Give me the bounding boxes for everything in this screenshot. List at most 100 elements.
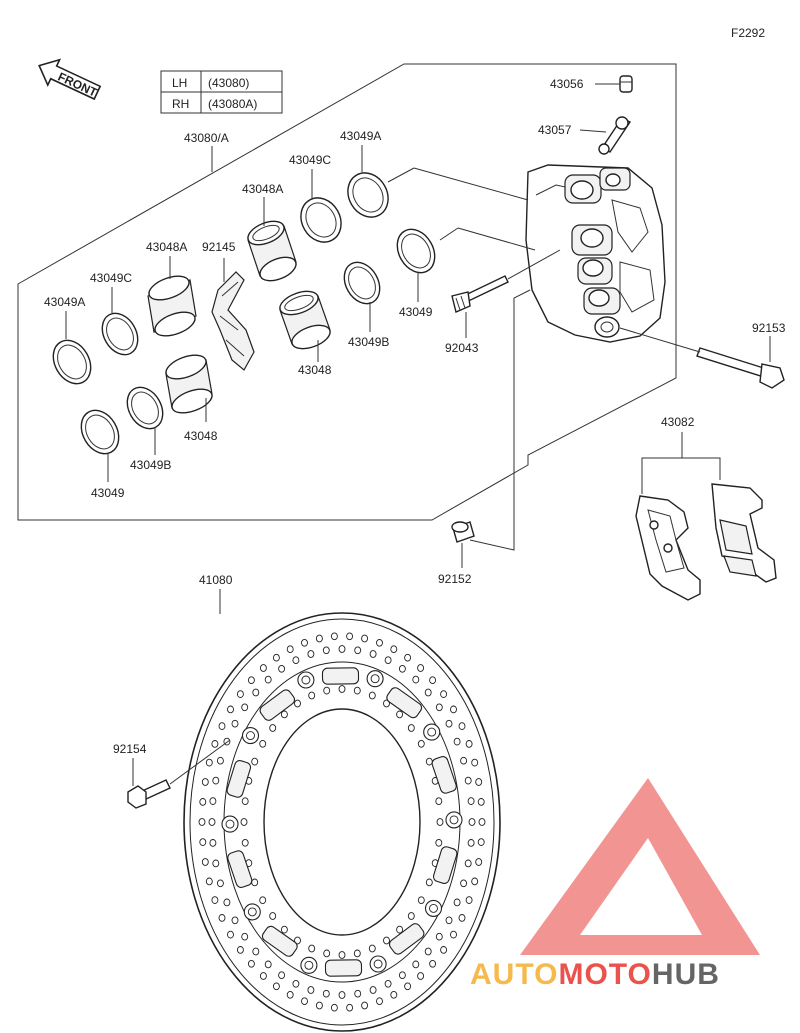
disc-bolt-holes <box>221 670 463 974</box>
piston-a-left <box>147 275 197 337</box>
leader-plate <box>579 129 607 133</box>
vent-hole <box>458 914 466 922</box>
vent-hole <box>435 797 443 806</box>
vent-hole <box>216 879 224 888</box>
vent-hole <box>396 710 404 719</box>
vent-hole <box>384 979 392 988</box>
bleeder-cap <box>619 75 633 93</box>
vent-hole <box>425 878 433 887</box>
vent-hole <box>384 656 392 665</box>
vent-hole <box>368 944 376 953</box>
vent-hole <box>478 818 486 826</box>
leader-bleeder-2 <box>507 249 561 280</box>
vent-hole <box>353 686 361 695</box>
vent-hole <box>477 798 485 806</box>
bolt-hole <box>445 811 463 829</box>
vent-hole <box>216 756 224 765</box>
vent-hole <box>338 685 346 693</box>
vent-hole <box>322 646 330 655</box>
vent-hole <box>417 972 425 980</box>
carrier-slot <box>388 923 425 955</box>
vent-hole <box>440 690 448 698</box>
vent-hole <box>424 947 432 956</box>
vent-hole <box>417 739 425 748</box>
vent-hole <box>435 838 443 847</box>
vent-hole <box>338 645 346 653</box>
piston-left <box>165 354 213 414</box>
seal-c-top <box>300 197 342 243</box>
callout-bolt: 92153 <box>752 321 786 335</box>
vent-hole <box>429 959 437 968</box>
vent-hole <box>292 656 300 665</box>
part-lh: (43080) <box>208 76 249 90</box>
bolt-hole-inner <box>247 907 257 917</box>
vent-hole <box>251 878 259 887</box>
brand-part-1: AUTO <box>470 958 558 991</box>
vent-hole <box>435 703 443 712</box>
vent-hole <box>278 664 286 673</box>
callout-seal-left: 43049 <box>91 486 125 500</box>
vent-hole <box>453 737 461 746</box>
vent-hole <box>218 722 226 730</box>
vent-hole <box>211 896 219 904</box>
side-table: LH (43080) RH (43080A) <box>160 70 283 114</box>
callout-seal-b-right: 43049B <box>348 335 389 349</box>
vent-hole <box>241 797 249 806</box>
vent-hole <box>251 757 259 766</box>
seal-c-left <box>101 312 139 356</box>
vent-hole <box>223 898 231 907</box>
spring-clip <box>211 271 255 371</box>
callout-disc-bolt: 92154 <box>113 742 147 756</box>
vent-hole <box>315 634 323 643</box>
vent-hole <box>231 719 239 728</box>
assembly-boundary <box>17 63 677 521</box>
vent-hole <box>218 914 226 922</box>
disc-bolt <box>127 779 171 809</box>
vent-hole <box>383 699 390 708</box>
vent-hole <box>286 645 294 654</box>
vent-hole <box>212 776 220 785</box>
vent-hole <box>412 960 420 969</box>
vent-hole <box>294 936 301 945</box>
vent-hole <box>361 634 369 643</box>
vent-hole <box>467 839 475 847</box>
vent-hole <box>209 839 217 847</box>
bolt-hole <box>221 815 239 833</box>
vent-hole <box>460 879 468 888</box>
vent-hole <box>322 989 330 998</box>
seal-b-left <box>126 386 164 430</box>
vent-hole <box>440 946 448 954</box>
callout-seal-c-top: 43049C <box>289 153 331 167</box>
vent-hole <box>301 638 308 647</box>
vent-hole <box>353 949 361 958</box>
vent-hole <box>383 936 390 945</box>
vent-hole <box>247 676 255 685</box>
vent-hole <box>330 1003 338 1012</box>
leader-caliper-c <box>439 227 459 241</box>
vent-hole <box>407 912 415 920</box>
vent-hole <box>199 838 207 846</box>
vent-hole <box>236 690 244 698</box>
brand-wordmark: AUTOMOTOHUB <box>470 958 719 991</box>
vent-hole <box>247 959 255 968</box>
vent-hole <box>424 688 432 697</box>
vent-hole <box>346 1003 354 1012</box>
vent-hole <box>269 912 277 920</box>
vent-hole <box>436 818 444 826</box>
vent-hole <box>241 703 249 712</box>
vent-hole <box>471 877 479 886</box>
vent-hole <box>240 818 248 826</box>
disc-vent-holes <box>198 632 486 1012</box>
vent-hole <box>259 739 267 748</box>
vent-hole <box>475 778 483 786</box>
vent-hole <box>475 858 483 866</box>
bolt-hole <box>423 723 441 741</box>
leader-collar-caliper <box>469 289 531 551</box>
vent-hole <box>278 971 286 980</box>
vent-hole <box>231 916 239 925</box>
vent-hole <box>376 638 383 647</box>
vent-hole <box>450 930 457 939</box>
callout-pads: 43082 <box>661 415 695 429</box>
vent-hole <box>369 986 377 994</box>
vent-hole <box>390 645 398 654</box>
